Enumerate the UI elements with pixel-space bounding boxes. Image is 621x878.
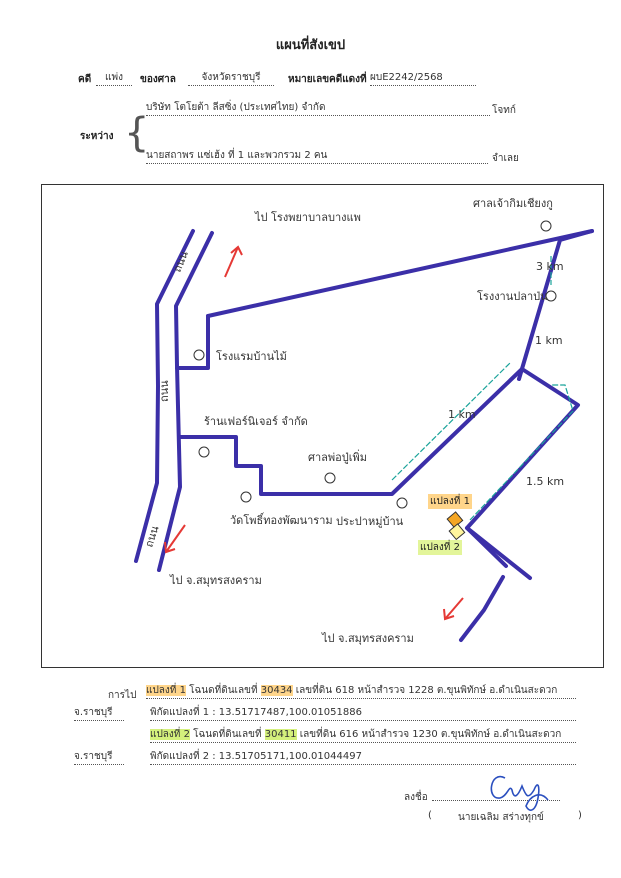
label-road-upper: ถนน <box>171 249 191 274</box>
southeast-road-inner <box>465 526 508 568</box>
landmark-water: ประปาหมู่บ้าน <box>336 515 404 528</box>
label-to-southwest: ไป จ.สมุทรสงคราม <box>169 574 262 587</box>
parcel-2-text-a: โฉนดที่ดินเลขที่ <box>193 729 262 740</box>
defendant-role: จำเลย <box>492 153 519 164</box>
distance-15km: 1.5 km <box>526 475 564 488</box>
landmark-markers <box>193 220 557 509</box>
parcel-2-coords: พิกัดแปลงที่ 2 : 13.51705171,100.0104449… <box>150 749 576 765</box>
page-title: แผนที่สังเขป <box>275 38 346 53</box>
signer-open-paren: ( <box>428 810 432 821</box>
road-network <box>134 229 594 642</box>
parcel-2-text-b: เลขที่ดิน 616 หน้าสำรวจ 1230 ต.ขุนพิทักษ… <box>299 729 562 740</box>
defendant-name: นายสถาพร แซ่เฮ้ง ที่ 1 และพวกรวม 2 คน <box>146 148 488 164</box>
parcel-2-prefix: แปลงที่ 2 <box>150 729 190 740</box>
plaintiff-name: บริษัท โตโยต้า ลีสซิ่ง (ประเทศไทย) จำกัด <box>146 100 490 116</box>
distance-3km: 3 km <box>536 260 564 273</box>
arrow-southwest-head-icon <box>164 541 176 554</box>
parcel-1-marker <box>446 511 464 529</box>
landmark-furniture: ร้านเฟอร์นิเจอร์ จำกัด <box>204 415 308 428</box>
court-name: จังหวัดราชบุรี <box>188 70 274 86</box>
red-case-label: หมายเลขคดีแดงที่ <box>288 74 367 85</box>
sign-label: ลงชื่อ <box>404 792 428 803</box>
distance-1km-b: 1 km <box>448 408 476 421</box>
parcel-1-line: แปลงที่ 1 โฉนดที่ดินเลขที่ 30434 เลขที่ด… <box>146 683 576 699</box>
landmark-shrine: ศาลพ่อปู่เพิ่ม <box>308 449 367 464</box>
signer-name: นายเฉลิม สร่างทุกข์ <box>458 812 544 823</box>
distance-guides <box>391 256 574 521</box>
map-frame <box>41 184 604 668</box>
label-to-north: ไป โรงพยาบาลบางแพ <box>254 210 361 224</box>
right-road <box>517 229 594 381</box>
parcel-1-deed: 30434 <box>260 685 293 696</box>
main-road-left-edge <box>134 229 195 563</box>
brace-icon: { <box>124 110 150 156</box>
signer-close-paren: ) <box>578 810 582 821</box>
landmark-wat: วัดโพธิ์ทองพัฒนาราม <box>230 512 333 527</box>
between-label: ระหว่าง <box>80 131 114 142</box>
distance-guide-1km <box>391 361 512 481</box>
parcel-1-text-a: โฉนดที่ดินเลขที่ <box>189 685 258 696</box>
parcel-2-deed: 30411 <box>264 729 297 740</box>
distance-guide-15km <box>469 384 574 521</box>
label-to-southeast: ไป จ.สมุทรสงคราม <box>321 632 414 645</box>
court-label: ของศาล <box>140 74 176 85</box>
landmark-hotel: โรงแรมบ้านไม้ <box>216 349 287 363</box>
arrow-southeast-shaft-icon <box>444 597 464 620</box>
plaintiff-role: โจทก์ <box>492 105 516 116</box>
signature-line <box>432 800 560 801</box>
landmark-marker-temple <box>540 220 552 232</box>
top-road <box>206 229 594 318</box>
landmark-temple: ศาลเจ้ากิมเชียงกู <box>473 197 553 210</box>
parcel-2-province: จ.ราชบุรี <box>74 749 124 765</box>
landmark-marker-wat <box>240 491 252 503</box>
parcel-1-coords: พิกัดแปลงที่ 1 : 13.51717487,100.0105188… <box>150 705 576 721</box>
parcel-1-prefix: แปลงที่ 1 <box>146 685 186 696</box>
arrow-north-shaft-icon <box>224 246 239 278</box>
parcel-1-text-b: เลขที่ดิน 618 หน้าสำรวจ 1228 ต.ขุนพิทักษ… <box>295 685 558 696</box>
distance-1km-a: 1 km <box>535 334 563 347</box>
landmark-marker-furniture <box>198 446 210 458</box>
landmark-factory: โรงงานปลาป่น <box>477 289 548 303</box>
lower-road <box>178 367 580 580</box>
landmark-marker-hotel <box>193 349 205 361</box>
landmark-marker-shrine <box>324 472 336 484</box>
top-road-stub <box>175 314 210 370</box>
case-label: คดี <box>78 74 92 85</box>
parcel-2-label: แปลงที่ 2 <box>418 540 462 555</box>
arrow-north-head-icon <box>230 245 243 256</box>
case-type: แพ่ง <box>96 70 132 86</box>
arrow-southeast-head-icon <box>443 608 455 621</box>
parcel-2-marker <box>448 523 466 541</box>
southeast-road <box>459 575 505 642</box>
parcel-1-label: แปลงที่ 1 <box>428 494 472 509</box>
landmark-marker-factory <box>545 290 557 302</box>
red-case-number: ผบE2242/2568 <box>370 70 476 86</box>
parcel-2-line: แปลงที่ 2 โฉนดที่ดินเลขที่ 30411 เลขที่ด… <box>150 727 576 743</box>
parcel-markers <box>446 511 466 541</box>
label-road-middle: ถนน <box>158 380 171 402</box>
direction-arrows <box>164 245 464 621</box>
landmark-marker-water <box>396 497 408 509</box>
directions-label: การไป <box>108 690 137 701</box>
arrow-southwest-shaft-icon <box>165 524 186 553</box>
parcel-1-province: จ.ราชบุรี <box>74 705 124 721</box>
